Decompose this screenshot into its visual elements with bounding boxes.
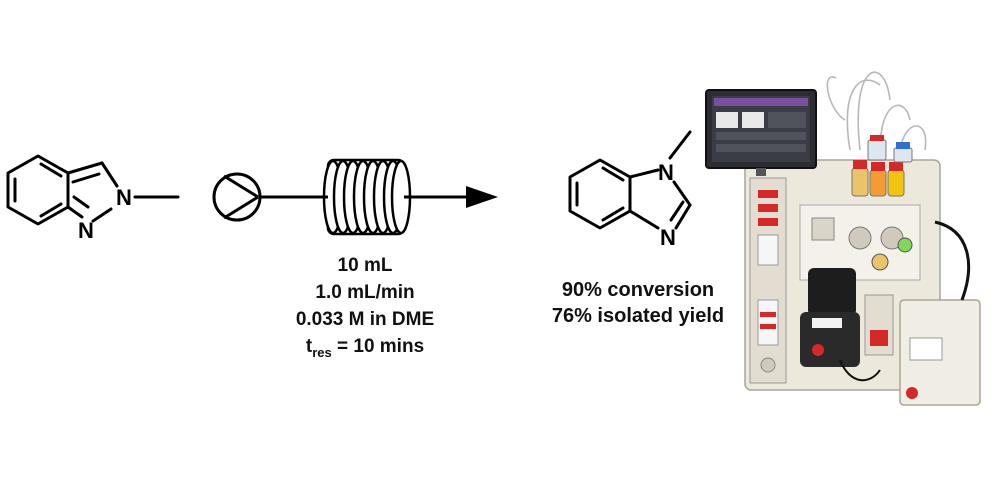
double-bond <box>39 162 63 178</box>
double-bond <box>39 202 63 218</box>
bond <box>100 161 119 188</box>
indicator-icon <box>758 190 778 198</box>
screen-tile <box>716 132 806 140</box>
indicator-icon <box>870 330 888 346</box>
control-column <box>749 177 787 384</box>
pump-label-plate <box>812 318 842 328</box>
product-structure <box>568 130 692 230</box>
tubing <box>839 359 881 382</box>
pump-icon <box>212 172 262 222</box>
reaction-conditions: 10 mL 1.0 mL/min 0.033 M in DME tres = 1… <box>255 252 475 366</box>
pump-indicator-icon <box>812 344 824 356</box>
indicator-icon <box>758 204 778 212</box>
methyl-bond <box>668 130 692 160</box>
residence-time-value: = 10 mins <box>331 336 425 357</box>
double-bond <box>72 195 90 209</box>
double-bond <box>601 166 625 182</box>
double-bond <box>669 200 685 222</box>
conversion: 90% conversion <box>561 279 715 301</box>
bond <box>91 207 113 223</box>
reagent-bottles <box>851 135 913 197</box>
isolated-yield: 76% isolated yield <box>551 305 725 327</box>
bond <box>674 203 692 230</box>
knob-icon <box>760 357 776 373</box>
bond <box>628 209 660 230</box>
label-plate <box>909 337 943 361</box>
valve-icon <box>871 253 889 271</box>
flow-reactor-instrument <box>705 71 981 406</box>
atom-n3: N <box>660 225 676 250</box>
valve-icon <box>848 226 872 250</box>
power-cable <box>934 220 970 301</box>
atom-n2: N <box>116 185 132 210</box>
residence-time-subscript: res <box>312 344 332 360</box>
benzene-ring <box>6 154 70 226</box>
indicator-icon <box>758 218 778 226</box>
atom-n1: N <box>658 160 674 185</box>
residence-time: tres = 10 mins <box>255 333 475 366</box>
residence-time-symbol: t <box>305 336 313 357</box>
pump-head <box>808 268 856 316</box>
indicator-icon <box>760 312 776 317</box>
bond <box>672 180 692 207</box>
flow-rate: 1.0 mL/min <box>315 282 415 303</box>
coil-reactor-icon <box>322 158 412 236</box>
emergency-stop-icon <box>906 387 918 399</box>
screen-tile <box>742 112 764 128</box>
reaction-results: 90% conversion 76% isolated yield <box>522 277 754 329</box>
screen-header-bar <box>714 98 808 106</box>
screen-tile <box>716 112 738 128</box>
bond <box>628 168 660 179</box>
double-bond <box>71 172 101 184</box>
bond <box>66 161 104 175</box>
screen-tile <box>768 112 806 128</box>
valve-icon <box>897 237 913 253</box>
bond <box>66 205 84 219</box>
benzene-ring <box>568 158 632 230</box>
starting-material-structure <box>6 154 180 226</box>
screen-tile <box>716 144 806 152</box>
indicator-icon <box>760 324 776 329</box>
display-panel <box>757 299 779 346</box>
valve-icon <box>811 217 835 241</box>
concentration: 0.033 M in DME <box>295 309 435 330</box>
display-panel <box>757 234 779 266</box>
reactor-volume: 10 mL <box>337 255 393 276</box>
arrow-head-icon <box>466 186 498 208</box>
atom-n1: N <box>78 218 94 243</box>
screen-mount <box>756 168 766 176</box>
double-bond <box>601 206 625 222</box>
